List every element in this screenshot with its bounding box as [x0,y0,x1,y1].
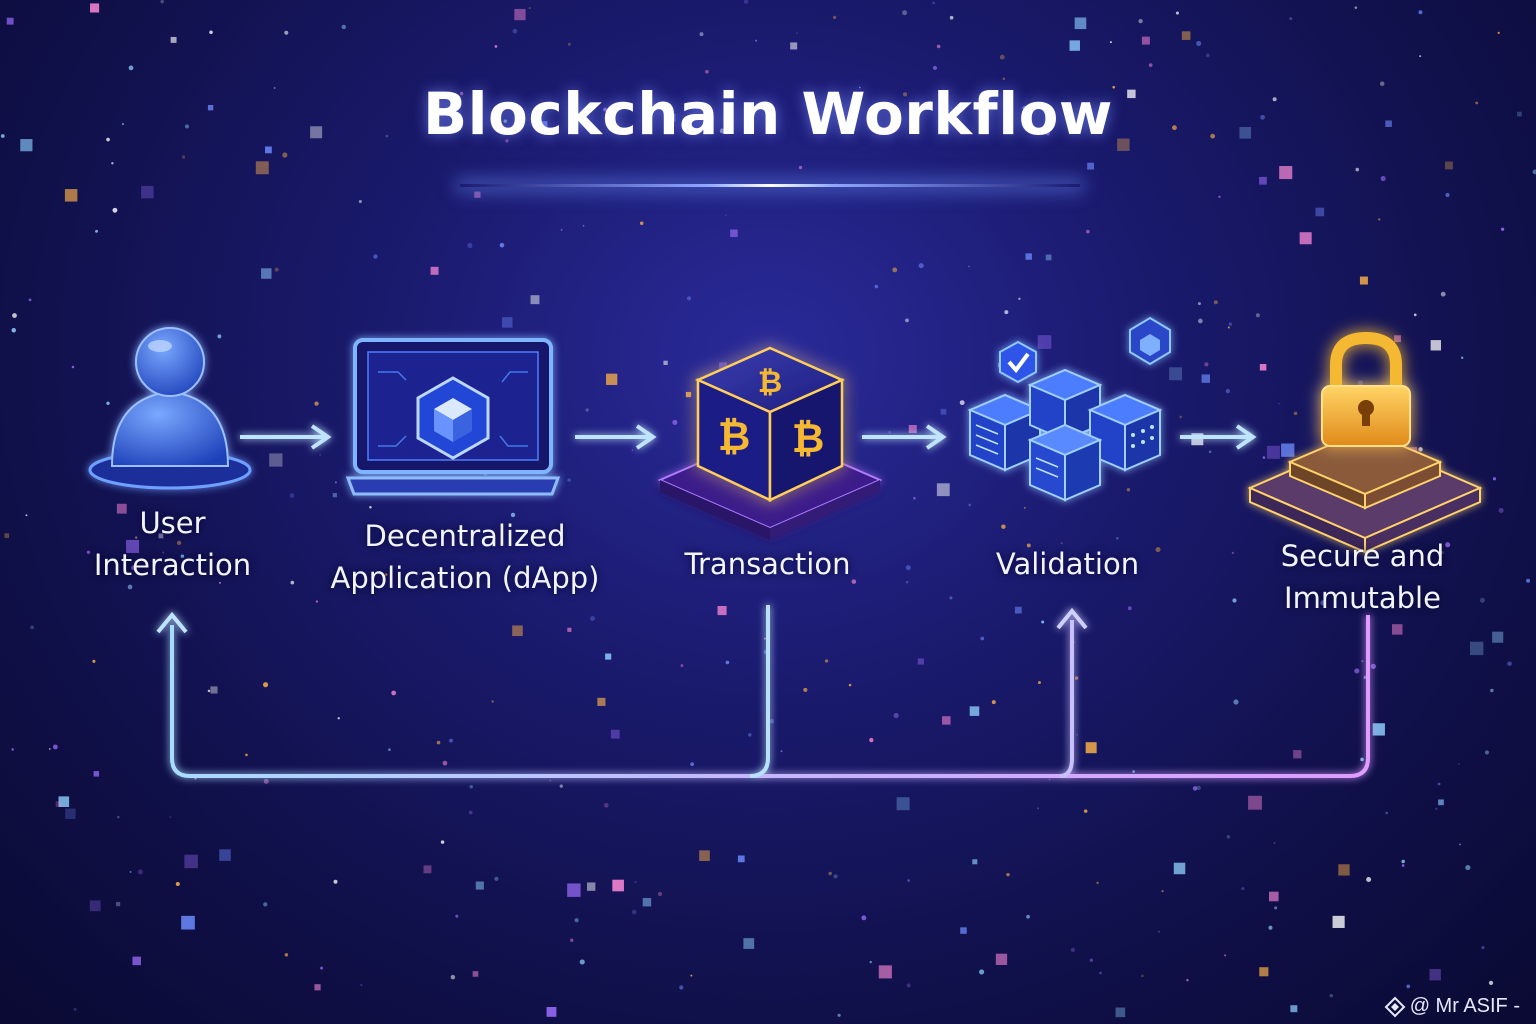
step-label-line: Transaction [650,543,885,585]
laptop-cube-icon [348,340,558,494]
step-label-validation: Validation [960,543,1175,585]
validator-nodes-icon [970,318,1170,500]
bitcoin-cube-icon: ₿ ₿ ₿ [660,348,880,540]
arrow-validation-to-secure [1180,426,1253,448]
step-label-transaction: Transaction [650,543,885,585]
step-label-line: Immutable [1245,577,1480,619]
arrow-user-to-dapp [240,426,328,448]
step-label-line: Decentralized [300,515,630,557]
svg-text:₿: ₿ [718,414,751,460]
padlock-blocks-icon [1250,338,1480,552]
step-label-line: Application (dApp) [300,557,630,599]
feedback-loop [158,605,1368,776]
author-credit-text: @ Mr ASIF - [1410,995,1520,1018]
diamond-logo-icon [1384,996,1406,1018]
step-label-dapp: Decentralized Application (dApp) [300,515,630,599]
step-label-user-interaction: User Interaction [70,502,275,586]
step-label-line: Interaction [70,544,275,586]
svg-text:₿: ₿ [792,416,825,462]
step-label-line: User [70,502,275,544]
step-label-line: Secure and [1245,535,1480,577]
user-icon [90,328,250,488]
arrow-transaction-to-validation [862,426,943,448]
svg-text:₿: ₿ [758,365,782,400]
author-credit: @ Mr ASIF - [1384,995,1520,1018]
step-label-line: Validation [960,543,1175,585]
arrow-dapp-to-transaction [575,426,653,448]
step-label-secure-immutable: Secure and Immutable [1245,535,1480,619]
